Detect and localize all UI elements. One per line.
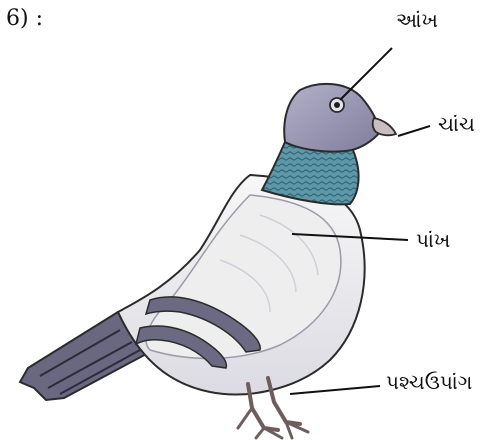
label-wing: પાંખ	[416, 228, 451, 252]
question-number: 6) :	[6, 6, 43, 31]
pointer-eye	[339, 47, 393, 101]
beak	[371, 116, 398, 137]
pointer-beak	[397, 125, 431, 137]
wing-bar-lower	[134, 325, 228, 369]
label-eye: આંખ	[396, 8, 438, 32]
label-legs: પશ્ચઉપાંગ	[386, 370, 473, 394]
label-beak: ચાંચ	[438, 112, 475, 136]
leg-left	[266, 376, 302, 426]
leg-right	[246, 382, 280, 432]
pointer-legs	[289, 385, 381, 395]
wing-bar-upper	[144, 296, 261, 353]
pointer-wing	[291, 233, 409, 241]
toes	[236, 406, 310, 440]
head	[283, 82, 382, 153]
